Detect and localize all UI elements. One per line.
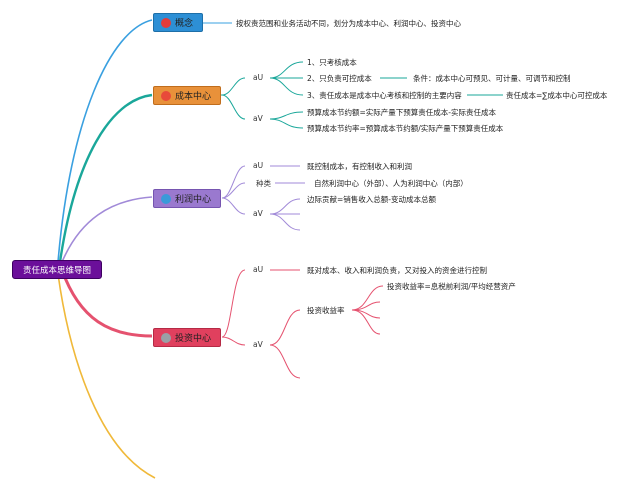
investment-center-label: 投资中心	[175, 334, 212, 344]
cost-item-3: 3、责任成本是成本中心考核和控制的主要内容	[307, 91, 462, 100]
profit-av-text: 边际贡献=销售收入总额-变动成本总额	[307, 195, 436, 204]
circle-icon	[161, 193, 171, 204]
investment-center-node[interactable]: 投资中心	[153, 328, 221, 347]
cost-center-label: 成本中心	[175, 92, 212, 102]
root-node[interactable]: 责任成本思维导图	[12, 260, 102, 279]
profit-au-text: 既控制成本，有控制收入和利润	[307, 162, 412, 171]
cost-condition: 条件：成本中心可预见、可计量、可调节和控制	[413, 74, 571, 83]
branch-profit-line	[61, 196, 153, 263]
cost-av-item-1: 预算成本节约额=实际产量下预算责任成本-实际责任成本	[307, 108, 496, 117]
concept-label: 概念	[175, 19, 194, 29]
cost-item-1: 1、只考核成本	[307, 58, 357, 67]
circle-icon	[161, 90, 171, 101]
cost-item-2: 2、只负责可控成本	[307, 74, 372, 83]
circle-icon	[161, 332, 171, 343]
branch-concept-line	[57, 19, 153, 263]
concept-node[interactable]: 概念	[153, 13, 203, 32]
profit-center-node[interactable]: 利润中心	[153, 189, 221, 208]
invest-roi-label: 投资收益率	[307, 306, 345, 315]
branch-invest-line	[60, 269, 153, 338]
cost-center-node[interactable]: 成本中心	[153, 86, 221, 105]
invest-au-text: 既对成本、收入和利润负责，又对投入的资金进行控制	[307, 266, 487, 275]
profit-kind-label: 种类	[256, 179, 271, 188]
cost-av-label: aV	[253, 114, 263, 123]
cost-av-item-2: 预算成本节约率=预算成本节约额/实际产量下预算责任成本	[307, 124, 504, 133]
profit-au-label: aU	[253, 161, 264, 170]
profit-kind-text: 自然利润中心（外部）、人为利润中心（内部）	[314, 179, 468, 188]
cost-formula: 责任成本=∑成本中心可控成本	[506, 91, 608, 100]
profit-center-label: 利润中心	[175, 195, 212, 205]
concept-desc: 按权责范围和业务活动不同，划分为成本中心、利润中心、投资中心	[236, 19, 461, 28]
branch-yellow-line	[57, 273, 156, 479]
invest-av-label: aV	[253, 340, 263, 349]
root-label: 责任成本思维导图	[22, 265, 91, 276]
profit-av-label: aV	[253, 209, 263, 218]
invest-au-label: aU	[253, 265, 264, 274]
cost-au-label: aU	[253, 73, 264, 82]
circle-icon	[161, 17, 171, 28]
invest-roi-text: 投资收益率=息税前利润/平均经营资产	[387, 282, 516, 291]
branch-cost-line	[58, 93, 153, 263]
